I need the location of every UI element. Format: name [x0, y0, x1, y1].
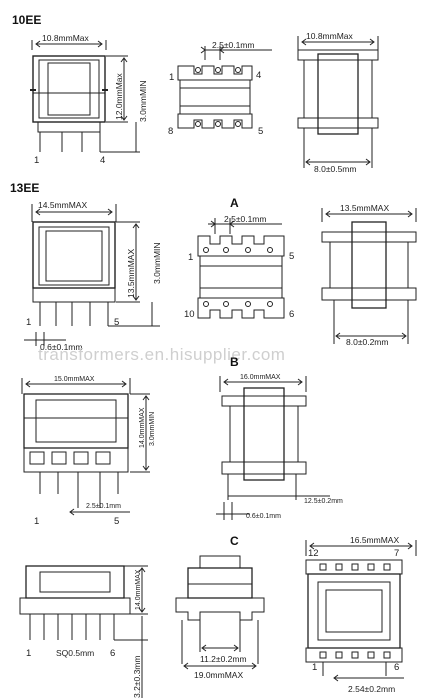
pin-13ee-front-right: 5 [114, 317, 119, 328]
heading-13ee: 13EE [10, 181, 39, 195]
dim-10ee-side-width: 10.8mmMax [306, 31, 354, 41]
pin-c-front-right: 6 [110, 648, 115, 659]
dim-c-side-inner: 11.2±0.2mm [200, 654, 247, 664]
dim-b-pitch: 2.5±0.1mm [86, 503, 121, 510]
dim-13ee-pin-pitch: 0.6±0.1mm [40, 342, 82, 352]
dim-10ee-height: 12.0mmMax [114, 72, 124, 120]
dim-b-side-span: 12.5±0.2mm [304, 498, 343, 505]
dim-10ee-side-span: 8.0±0.5mm [314, 164, 356, 174]
dim-b-width: 15.0mmMAX [54, 376, 95, 383]
pin-13ee-bottom-tl: 1 [188, 252, 193, 263]
view-b-side: 16.0mmMAX 12.5±0.2mm 0.6±0.1mm [216, 374, 343, 520]
pin-10ee-bottom-tl: 1 [169, 72, 174, 83]
view-13ee-bottom: A 2.5±0.1mm 1 5 10 6 [184, 196, 294, 320]
pin-c-bottom-bl: 1 [312, 662, 317, 673]
dim-13ee-side-width: 13.5mmMAX [340, 203, 389, 213]
view-c-side: 11.2±0.2mm 19.0mmMAX [175, 555, 265, 680]
dim-13ee-width: 14.5mmMAX [38, 200, 87, 210]
dim-b-min: 3.0mmMIN [149, 412, 156, 446]
pin-13ee-bottom-tr: 5 [289, 251, 294, 262]
watermark-text: transformers.en.hisupplier.com [38, 345, 285, 364]
dim-13ee-height: 13.5mmMAX [126, 249, 136, 298]
dim-10ee-min: 3.0mmMIN [138, 80, 148, 122]
pin-10ee-front-left: 1 [34, 155, 39, 166]
pin-c-bottom-tr: 7 [394, 548, 399, 559]
dim-13ee-min: 3.0mmMIN [152, 242, 162, 284]
pin-13ee-front-left: 1 [26, 317, 31, 328]
dim-13ee-pitch: 2.5±0.1mm [224, 214, 266, 224]
label-view-a: A [230, 196, 239, 210]
dim-10ee-pitch: 2.5±0.1mm [212, 40, 254, 50]
view-10ee-bottom: 2.5±0.1mm 1 4 8 5 [168, 40, 272, 137]
pin-10ee-bottom-tr: 4 [256, 70, 261, 81]
view-c-front: 14.0mmMAX 3.2±0.3mm SQ0.5mm 1 6 [19, 565, 148, 698]
view-b-front: 15.0mmMAX 14.0mmMAX 3.0mmMIN 2.5±0.1mm 1… [21, 376, 156, 527]
pin-b-front-right: 5 [114, 516, 119, 527]
dim-c-bottom-pitch: 2.54±0.2mm [348, 684, 395, 694]
view-10ee-side: 10.8mmMax 8.0±0.5mm [297, 31, 379, 174]
pin-13ee-bottom-bl: 10 [184, 309, 195, 320]
label-view-b: B [230, 355, 239, 369]
view-13ee-side: 13.5mmMAX 8.0±0.2mm [321, 203, 417, 347]
dim-13ee-side-span: 8.0±0.2mm [346, 337, 388, 347]
dim-c-side-width: 19.0mmMAX [194, 670, 243, 680]
dim-c-min: 3.2±0.3mm [132, 656, 142, 698]
dim-c-height: 14.0mmMAX [135, 569, 142, 610]
dim-c-sq: SQ0.5mm [56, 648, 94, 658]
pin-10ee-bottom-bl: 8 [168, 126, 173, 137]
view-13ee-front: 14.5mmMAX 13.5mmMAX 3.0mmMIN 1 5 0.6±0.1… [24, 200, 162, 352]
heading-10ee: 10EE [12, 13, 41, 27]
view-c-bottom: 16.5mmMAX 12 7 1 6 2.54±0.2mm [305, 535, 417, 694]
view-10ee-front: 10.8mmMax 12.0mmMax 3.0mmMIN 1 4 [30, 33, 148, 166]
pin-b-front-left: 1 [34, 516, 39, 527]
dim-c-bottom-width: 16.5mmMAX [350, 535, 399, 545]
dim-b-pin-dia: 0.6±0.1mm [246, 513, 281, 520]
pin-10ee-bottom-br: 5 [258, 126, 263, 137]
pin-c-bottom-tl: 12 [308, 548, 319, 559]
pin-10ee-front-right: 4 [100, 155, 105, 166]
pin-c-bottom-br: 6 [394, 662, 399, 673]
dim-b-height: 14.0mmMAX [139, 407, 146, 448]
pin-13ee-bottom-br: 6 [289, 309, 294, 320]
dim-b-side-width: 16.0mmMAX [240, 374, 281, 381]
pin-c-front-left: 1 [26, 648, 31, 659]
label-view-c: C [230, 534, 239, 548]
dim-10ee-width: 10.8mmMax [42, 33, 90, 43]
